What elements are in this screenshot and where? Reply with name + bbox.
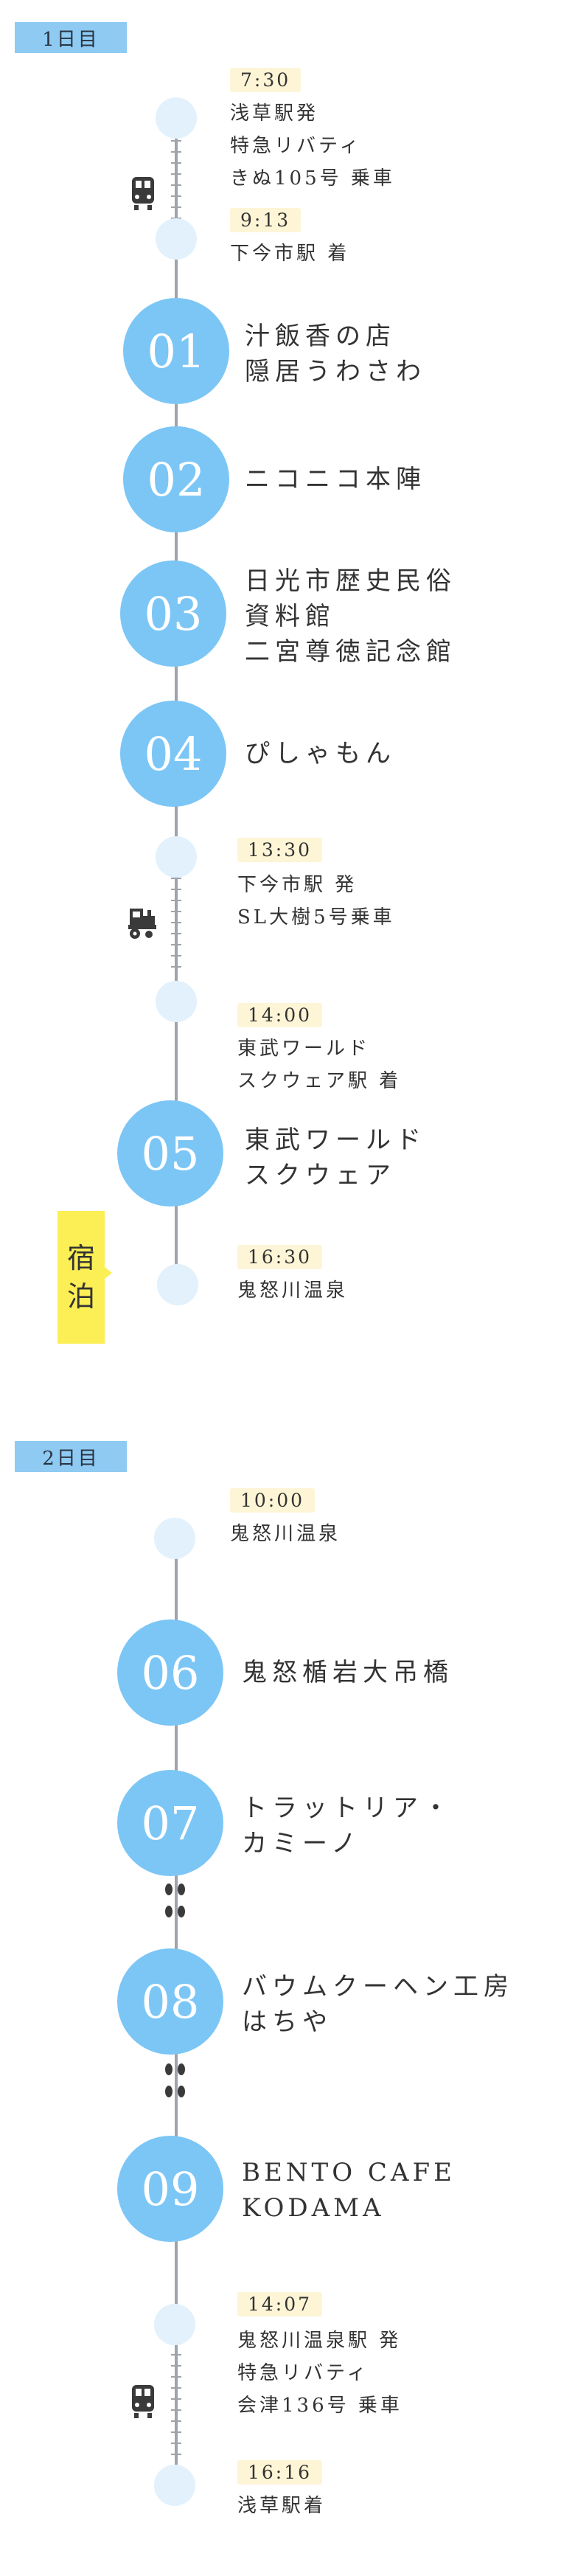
train-icon [132, 177, 154, 210]
day2-tag: 2日目 [15, 1441, 127, 1472]
spot-number-01[interactable]: 01 [123, 298, 229, 404]
spot-name[interactable]: 汁飯香の店 隠居うわさわ [245, 322, 426, 386]
spot-name[interactable]: 鬼怒楯岩大吊橋 [242, 1658, 453, 1687]
schedule-text: 浅草駅発 特急リバティ きぬ105号 乗車 [230, 103, 395, 190]
time-badge: 7:30 [230, 68, 302, 92]
spot-number-05[interactable]: 05 [117, 1100, 223, 1207]
timeline-dot [156, 97, 197, 139]
spot-number-07[interactable]: 07 [117, 1770, 223, 1876]
rail-ticks [171, 878, 181, 977]
spot-number-02[interactable]: 02 [123, 426, 229, 532]
schedule-text: 下今市駅 発 SL大樹5号乗車 [237, 874, 395, 928]
spot-number-06[interactable]: 06 [117, 1619, 223, 1726]
spot-name[interactable]: ニコニコ本陣 [245, 465, 426, 494]
spot-name[interactable]: ぴしゃもん [245, 739, 396, 768]
footprints-icon [165, 1884, 185, 1917]
spot-number-04[interactable]: 04 [120, 701, 226, 807]
spot-name[interactable]: 日光市歴史民俗 資料館 二宮尊徳記念館 [245, 566, 456, 667]
stay-badge: 宿 泊 [58, 1211, 105, 1344]
rail-ticks [171, 140, 181, 223]
time-badge: 13:30 [237, 838, 323, 862]
schedule-text: 鬼怒川温泉 [230, 1523, 341, 1545]
spot-number-09[interactable]: 09 [117, 2136, 223, 2242]
time-badge: 16:16 [237, 2460, 323, 2485]
spot-name[interactable]: バウムクーヘン工房 はちや [242, 1972, 514, 2037]
time-badge: 14:00 [237, 1003, 323, 1027]
timeline-dot [154, 1518, 195, 1559]
train-icon [132, 2385, 154, 2418]
time-badge: 14:07 [237, 2292, 323, 2316]
steam-locomotive-icon [128, 909, 156, 939]
timeline-dot [154, 2304, 195, 2345]
timeline-dot [156, 836, 197, 878]
timeline-dot [156, 218, 197, 260]
footprints-icon [165, 2063, 185, 2097]
timeline-dot [154, 2465, 195, 2506]
spot-name[interactable]: トラットリア・ カミーノ [242, 1794, 453, 1858]
time-badge: 9:13 [230, 208, 302, 232]
schedule-text: 鬼怒川温泉 [237, 1280, 349, 1302]
spot-number-03[interactable]: 03 [120, 560, 226, 667]
schedule-text: 東武ワールド スクウェア駅 着 [237, 1038, 402, 1092]
spot-number-08[interactable]: 08 [117, 1948, 223, 2055]
stay-badge-pointer [105, 1267, 112, 1279]
time-badge: 10:00 [230, 1488, 316, 1513]
timeline-dot [157, 1264, 198, 1305]
rail-ticks [171, 2332, 181, 2456]
day1-tag: 1日目 [15, 22, 127, 53]
spot-name[interactable]: BENTO CAFE KODAMA [242, 2158, 456, 2223]
timeline-dot [156, 981, 197, 1022]
time-badge: 16:30 [237, 1245, 323, 1269]
schedule-text: 鬼怒川温泉駅 発 特急リバティ 会津136号 乗車 [237, 2330, 403, 2417]
schedule-text: 下今市駅 着 [230, 243, 350, 265]
schedule-text: 浅草駅着 [237, 2495, 327, 2517]
spot-name[interactable]: 東武ワールド スクウェア [245, 1125, 426, 1190]
